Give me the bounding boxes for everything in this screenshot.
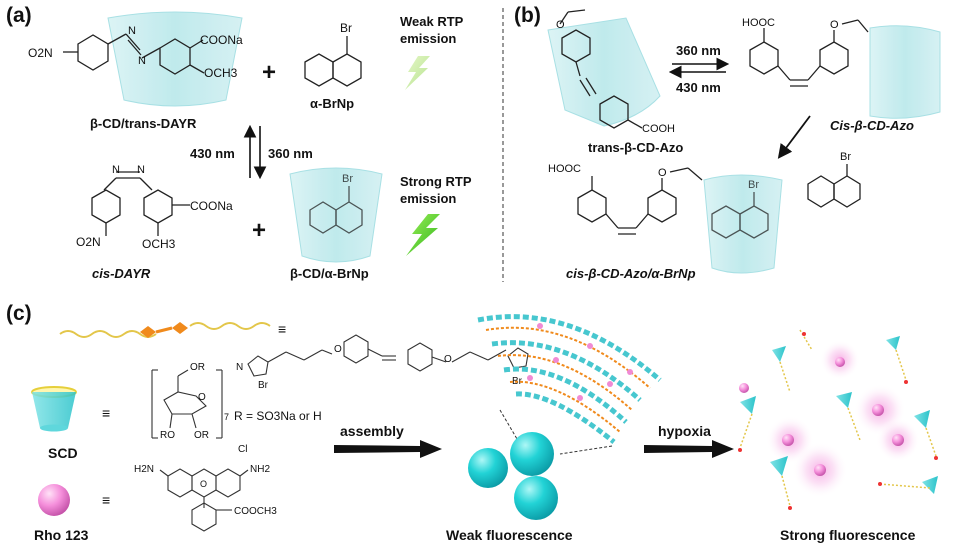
or-top: OR [190,362,205,373]
weak-lightning-icon [405,56,430,90]
free-brnp-b: Br [807,151,861,208]
rho-label: Rho 123 [34,527,89,543]
strong-fluorescence-label: Strong fluorescence [780,527,916,543]
o-left: O [334,344,342,355]
brnp-in-cd: Br [309,173,363,234]
panel-a: (a) O2N N N COONa OCH3 β-CD/trans-DAYR + [6,4,472,281]
assembly-label: assembly [340,423,404,439]
complex-hooc-label: HOOC [548,163,581,175]
strong-lightning-icon [406,214,440,256]
weak-fluorescence-label: Weak fluorescence [446,527,573,543]
h2n-label: H2N [134,464,154,475]
n-left: N [236,362,243,373]
cis-o-label: O [830,19,839,31]
cis-n1: N [112,164,120,176]
hypoxia-label: hypoxia [658,423,711,439]
panel-b: (b) O COOH trans-β-CD-Azo 360 nm 430 nm [514,4,941,281]
strong-rtp-line1: Strong RTP [400,174,472,189]
cd-cone-trans-b [547,17,661,127]
wl-360-a: 360 nm [268,146,313,161]
no2-label: O2N [28,46,53,60]
cis-azo-label: Cis-β-CD-Azo [830,118,914,133]
or-bottom: OR [194,430,209,441]
nanoparticle-2 [510,432,554,476]
subscript-7: 7 [224,412,229,422]
br-label-a2: Br [342,173,353,185]
br-label-a1: Br [340,21,352,35]
scd-cup-icon [31,386,77,432]
complex-o-label: O [658,167,667,179]
vesicle-arcs [477,314,662,444]
rho123-ball-icon [38,484,70,516]
o-right: O [444,354,452,365]
scd-structure: OR O RO OR 7 [151,362,229,441]
plus-sign-2: + [252,217,266,244]
complex-b-label: cis-β-CD-Azo/α-BrNp [566,266,696,281]
cis-azo-structure: HOOC O [742,17,869,87]
azo-n2: N [138,55,146,67]
reversible-arrows-a [243,124,267,180]
br-label-b2: Br [748,179,759,191]
wl-430-b: 430 nm [676,80,721,95]
rho123-structure: H2N NH2 Cl O COOCH3 [134,444,277,532]
weak-rtp-line2: emission [400,31,456,46]
axle-structure: N O O Br Br [236,334,529,391]
plus-sign-1: + [262,59,276,86]
cis-dayr-label: cis-DAYR [92,266,151,281]
complex2-label: β-CD/α-BrNp [290,266,369,281]
panel-c-tag: (c) [6,302,32,325]
cd-cone-trans [107,11,243,107]
complex-azo-structure: HOOC O [548,163,703,235]
wl-430-a: 430 nm [190,146,235,161]
panel-c: (c) ≡ N O O [6,302,938,543]
cis-och3-label: OCH3 [142,237,176,251]
axle-cartoon [59,322,271,338]
trans-azo-label: trans-β-CD-Azo [588,140,683,155]
trans-dayr-structure: O2N N N COONa OCH3 [28,25,243,80]
nh2-label: NH2 [250,464,270,475]
cis-no2-label: O2N [76,235,101,249]
strong-rtp-line2: emission [400,191,456,206]
cooch3-label: COOCH3 [234,506,277,517]
panel-b-tag: (b) [514,4,541,27]
cl-label: Cl [238,444,247,455]
trans-cooh-label: COOH [642,123,675,135]
cis-n2: N [137,164,145,176]
ro-label: RO [160,430,175,441]
cd-cone-cis-b [869,25,941,119]
azo-n1: N [128,25,136,37]
hypoxia-arrow [644,440,734,458]
ring-o: O [198,392,206,403]
trans-azo-structure: O COOH [556,9,675,135]
br-label-b1: Br [840,151,851,163]
wl-360-b: 360 nm [676,43,721,58]
equiv-1: ≡ [278,321,286,337]
b-arrow-diagonal [777,115,811,159]
br-axle-left: Br [258,380,269,391]
zoom-line-2 [559,445,613,455]
weak-rtp-line1: Weak RTP [400,14,464,29]
equiv-3: ≡ [102,492,110,508]
trans-o-label: O [556,19,565,31]
released-state [738,329,938,510]
och3-label: OCH3 [204,66,238,80]
nanoparticle-3 [514,476,558,520]
nanoparticle-1 [468,448,508,488]
brnp-in-complex: Br [711,179,769,239]
cis-hooc-label: HOOC [742,17,775,29]
panel-a-tag: (a) [6,4,32,27]
coona-label: COONa [200,33,243,47]
trans-complex-label: β-CD/trans-DAYR [90,116,197,131]
cis-coona-label: COONa [190,199,233,213]
r-definition: R = SO3Na or H [234,409,322,423]
alpha-brnp-structure: Br [304,21,362,87]
equiv-2: ≡ [102,405,110,421]
scd-label: SCD [48,445,78,461]
guest-label: α-BrNp [310,96,354,111]
rho-o-label: O [200,479,207,489]
cd-cone-complex-b [703,174,783,274]
assembly-arrow [334,440,442,458]
cis-dayr-structure: N N O2N COONa OCH3 [76,164,233,251]
